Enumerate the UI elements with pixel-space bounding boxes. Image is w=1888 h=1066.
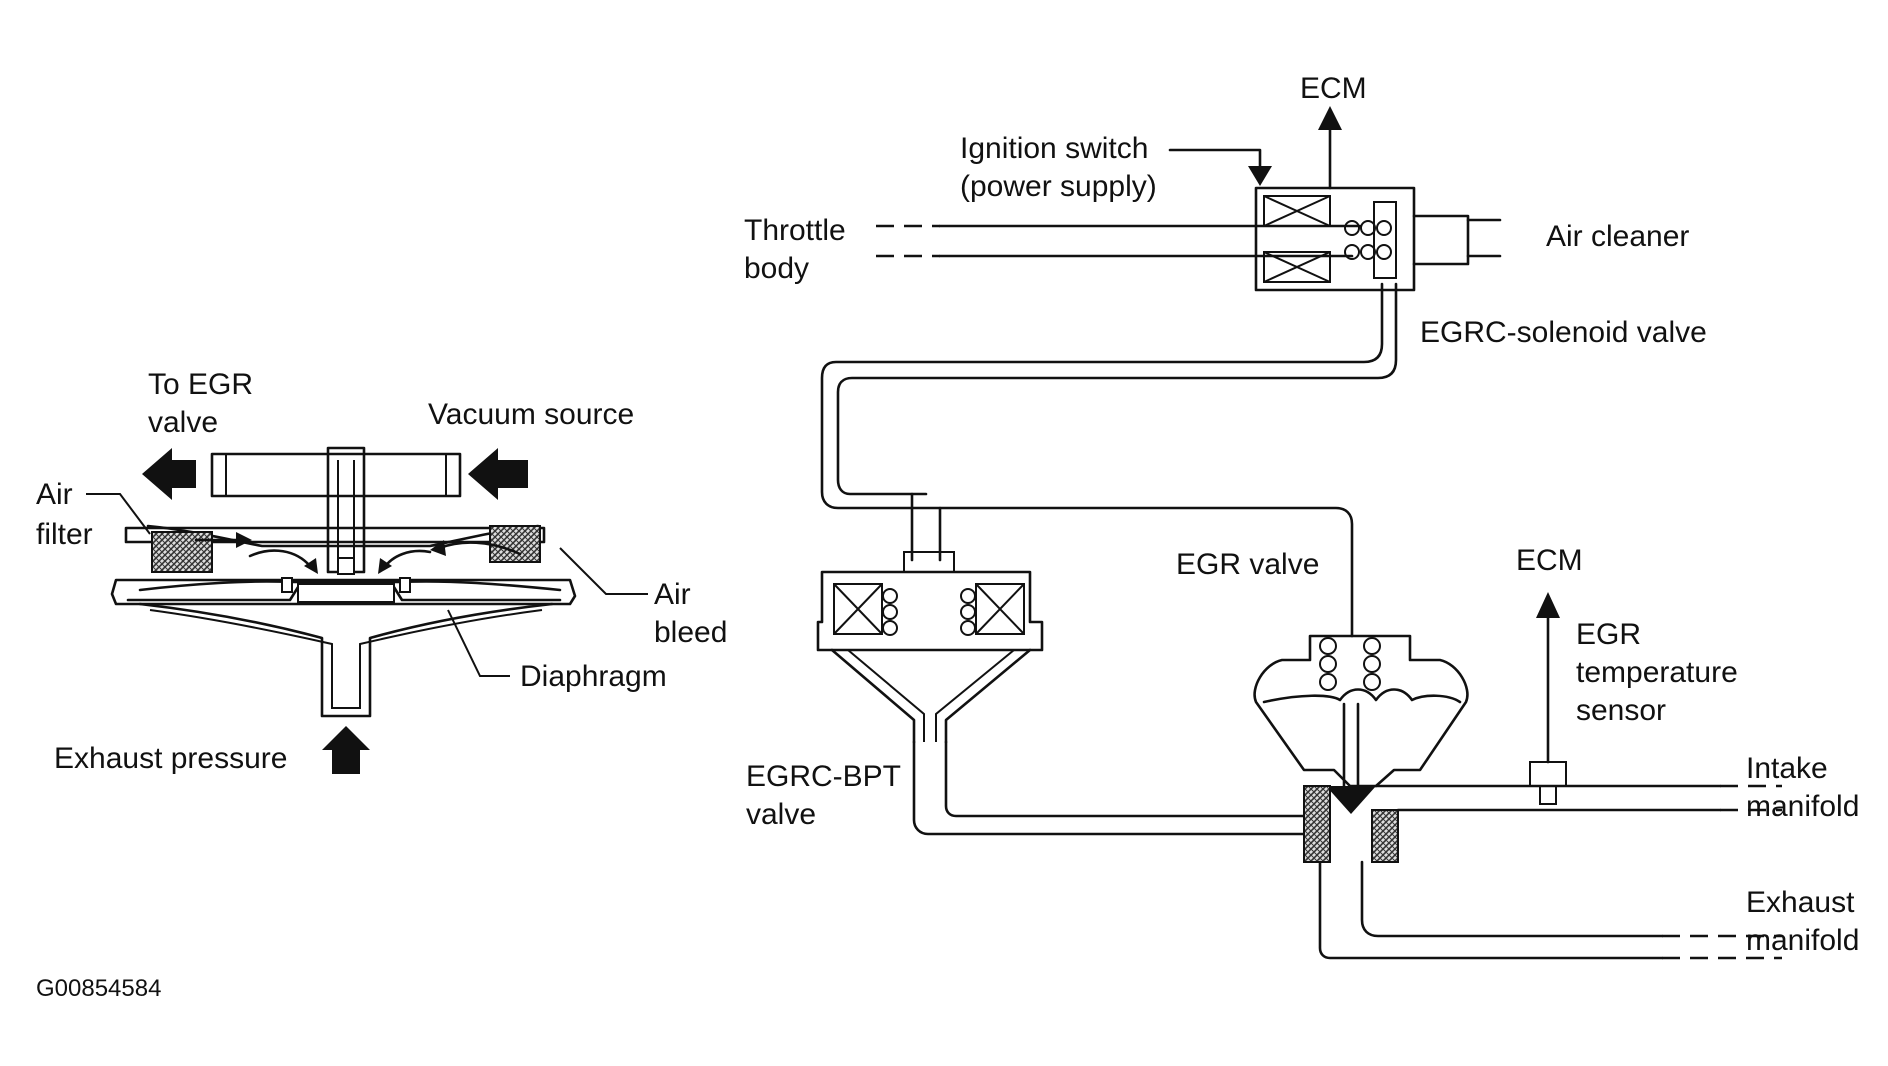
ecm-top-arrow-icon (1318, 106, 1342, 130)
vacuum-source-label: Vacuum source (428, 398, 634, 431)
egr-temperature-sensor (1529, 592, 1567, 805)
ignition-switch-label-2: (power supply) (960, 170, 1157, 203)
egr-temp-sensor-label-2: temperature (1576, 656, 1738, 689)
air-filter-label-1: Air (36, 478, 73, 511)
exhaust-pressure-label: Exhaust pressure (54, 742, 287, 775)
diaphragm-label: Diaphragm (520, 660, 667, 693)
air-bleed-label-2: bleed (654, 616, 727, 649)
ecm-right-label: ECM (1516, 544, 1583, 577)
exhaust-manifold-label-1: Exhaust (1746, 886, 1855, 919)
ecm-top-label: ECM (1300, 72, 1367, 105)
vacuum-source-arrow-icon (468, 448, 528, 500)
exhaust-manifold-label-2: manifold (1746, 924, 1859, 957)
intake-manifold-label-1: Intake (1746, 752, 1828, 785)
ignition-arrow-icon (1248, 166, 1272, 186)
egrc-solenoid-valve-label: EGRC-solenoid valve (1420, 316, 1707, 349)
to-egr-valve-label-1: To EGR (148, 368, 253, 401)
ignition-switch-label-1: Ignition switch (960, 132, 1148, 165)
air-cleaner-label: Air cleaner (1546, 220, 1689, 253)
ecm-right-arrow-icon (1536, 592, 1560, 618)
egrc-bpt-valve-label-1: EGRC-BPT (746, 760, 901, 793)
to-egr-valve-label-2: valve (148, 406, 218, 439)
egr-valve (1253, 634, 1469, 863)
air-bleed-label-1: Air (654, 578, 691, 611)
throttle-body-label-1: Throttle (744, 214, 846, 247)
egrc-bpt-valve (816, 551, 1044, 744)
egr-valve-label: EGR valve (1176, 548, 1319, 581)
egr-temp-sensor-label-3: sensor (1576, 694, 1666, 727)
exhaust-pressure-arrow-icon (322, 726, 370, 774)
air-filter-label-2: filter (36, 518, 93, 551)
egr-temp-sensor-label-1: EGR (1576, 618, 1641, 651)
throttle-body-label-2: body (744, 252, 809, 285)
air-filter-pad-right (489, 525, 541, 563)
egrc-solenoid-valve (1254, 186, 1470, 292)
intake-manifold-label-2: manifold (1746, 790, 1859, 823)
egrc-bpt-valve-label-2: valve (746, 798, 816, 831)
figure-id-label: G00854584 (36, 975, 161, 1002)
to-egr-arrow-icon (142, 448, 196, 500)
bpt-valve-cross-section (86, 446, 648, 774)
air-filter-pad-left (151, 531, 213, 573)
